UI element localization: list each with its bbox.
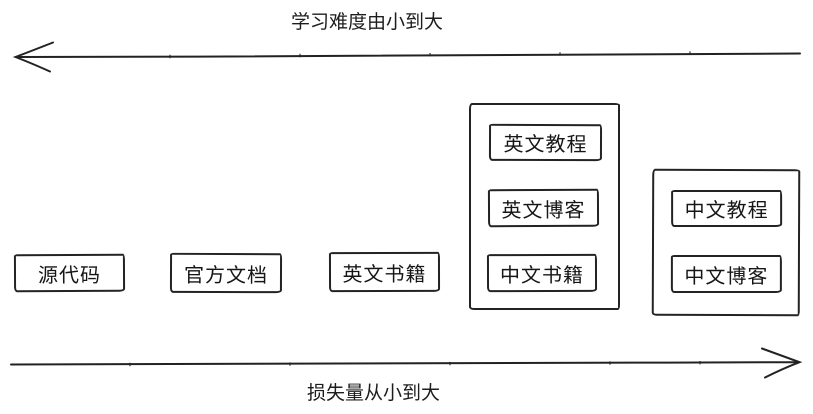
- node-english-tutorials-label: 英文教程: [503, 133, 588, 157]
- node-chinese-tutorials-label: 中文教程: [684, 199, 769, 223]
- difficulty-axis-line: [15, 52, 801, 58]
- node-english-blogs-label: 英文博客: [501, 199, 586, 222]
- right-arrowhead-icon: [761, 347, 803, 379]
- difficulty-axis-label: 学习难度由小到大: [291, 12, 444, 33]
- group-mixed-resources: 英文教程 英文博客 中文书籍: [469, 103, 620, 310]
- node-source-code: 源代码: [13, 253, 126, 293]
- left-arrowhead-icon: [12, 41, 54, 73]
- node-source-code-label: 源代码: [37, 264, 102, 287]
- node-chinese-tutorials: 中文教程: [671, 189, 783, 228]
- axis-line-ticks: [129, 361, 701, 367]
- difficulty-axis-arrow: [12, 41, 801, 73]
- axis-line-ticks: [169, 51, 691, 59]
- node-chinese-blogs-label: 中文博客: [684, 265, 769, 288]
- group-chinese-resources: 中文教程 中文博客: [651, 168, 801, 317]
- node-english-books: 英文书籍: [328, 251, 441, 293]
- node-official-docs: 官方文档: [169, 252, 283, 294]
- loss-axis-label: 损失量从小到大: [307, 383, 441, 404]
- node-chinese-books: 中文书籍: [486, 253, 598, 293]
- node-english-blogs: 英文博客: [487, 188, 600, 228]
- node-chinese-blogs: 中文博客: [670, 254, 782, 294]
- node-english-tutorials: 英文教程: [488, 123, 603, 162]
- node-english-books-label: 英文书籍: [342, 263, 427, 286]
- node-chinese-books-label: 中文书籍: [499, 264, 585, 287]
- loss-axis-line: [10, 361, 798, 366]
- node-official-docs-label: 官方文档: [183, 264, 269, 287]
